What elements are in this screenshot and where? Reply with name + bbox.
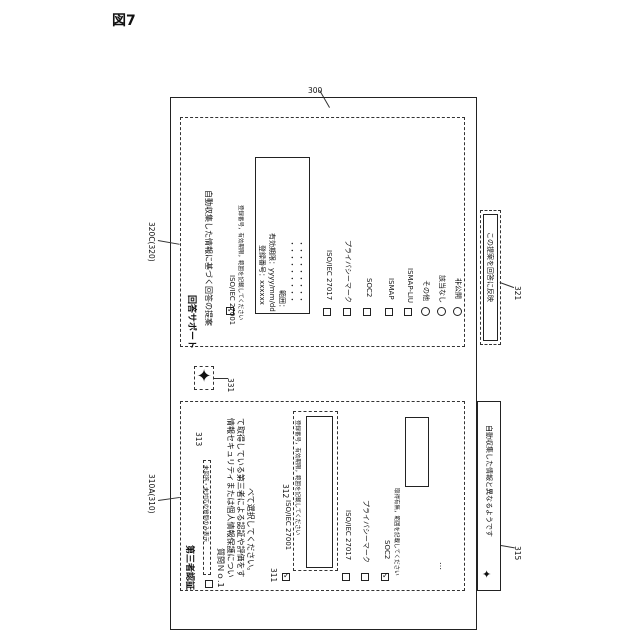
option-label: プライバシーマーク	[343, 240, 353, 303]
option-label: ISO/IEC 27017	[344, 510, 352, 560]
option-privacymark-checkbox[interactable]	[361, 573, 369, 581]
ai-sparkle-icon: ✦	[482, 568, 491, 581]
iso27001-answer-textbox[interactable]	[306, 416, 333, 568]
option-ismap-checkbox[interactable]	[385, 308, 393, 316]
option-iso27017-checkbox[interactable]	[342, 573, 350, 581]
option-private-radio[interactable]	[453, 307, 462, 316]
option-iso27017-checkbox[interactable]	[323, 308, 331, 316]
option-iso27001-hint: 登録番号，有効期限，範囲を記載してください	[294, 420, 302, 535]
option-soc2-hint: 取得有無，範囲を記載してください	[393, 488, 401, 576]
lead-line	[500, 282, 514, 288]
textbox-line: ・・・・・・・・・	[296, 240, 306, 303]
soc2-answer-textbox[interactable]	[405, 417, 429, 487]
option-ismap-liu-checkbox[interactable]	[404, 308, 412, 316]
radio-label: 非公開	[453, 278, 463, 299]
radio-label: 該当なし	[437, 275, 447, 303]
option-iso27001-checkbox[interactable]	[282, 573, 290, 581]
option-other-radio[interactable]	[421, 307, 430, 316]
cert-title: 第三者認証	[184, 545, 197, 590]
ref-320: 320C(320)	[147, 222, 156, 262]
support-subtitle: 自動収集した情報に基づく回答の提案	[203, 190, 214, 326]
ref-313: 313	[194, 432, 203, 446]
figure-label: 図7	[112, 10, 136, 30]
ref-321: 321	[513, 286, 522, 300]
option-none-radio[interactable]	[437, 307, 446, 316]
option-label: ISO/IEC 27017	[325, 250, 333, 300]
radio-label: その他	[421, 280, 431, 301]
question-line: べて選択してください。	[245, 488, 256, 575]
option-iso27001-label: ISO/IEC 27001	[228, 275, 236, 325]
ai-sparkle-icon[interactable]: ✦	[195, 366, 213, 388]
option-soc2-checkbox[interactable]	[363, 308, 371, 316]
mismatch-notice-text: 自動収集した情報と異なるようです	[484, 425, 494, 537]
option-iso27001-label: ISO/IEC 27001	[284, 500, 292, 550]
ref-331: 331	[226, 378, 235, 392]
option-label: SOC2	[383, 540, 391, 559]
more-options: …	[438, 562, 447, 570]
apply-proposal-label: この提案を回答に反映	[485, 232, 495, 302]
unanswered-filter-checkbox[interactable]	[205, 580, 213, 588]
ref-311: 311	[269, 568, 278, 582]
ref-310: 310A(310)	[147, 474, 156, 514]
support-title: 回答サポート	[186, 295, 199, 349]
textbox-line: 登録番号：xxxxxx	[257, 245, 267, 305]
textbox-line: 有効期限：yyyy/mm/dd	[267, 233, 277, 312]
option-label: プライバシーマーク	[361, 500, 371, 563]
filter-label: 未回答・未対応の質問のみ表示	[202, 465, 210, 542]
option-label: SOC2	[365, 278, 373, 297]
option-label: ISMAP	[387, 278, 395, 300]
ref-312: 312	[281, 484, 290, 498]
option-iso27001-hint: 登録番号，有効期限，範囲を記載してください	[237, 205, 245, 320]
option-privacymark-checkbox[interactable]	[343, 308, 351, 316]
option-label: ISMAP-LIU	[406, 268, 414, 303]
option-soc2-checkbox[interactable]	[381, 573, 389, 581]
lead-line	[214, 378, 228, 379]
textbox-line: 範囲：	[277, 290, 287, 311]
